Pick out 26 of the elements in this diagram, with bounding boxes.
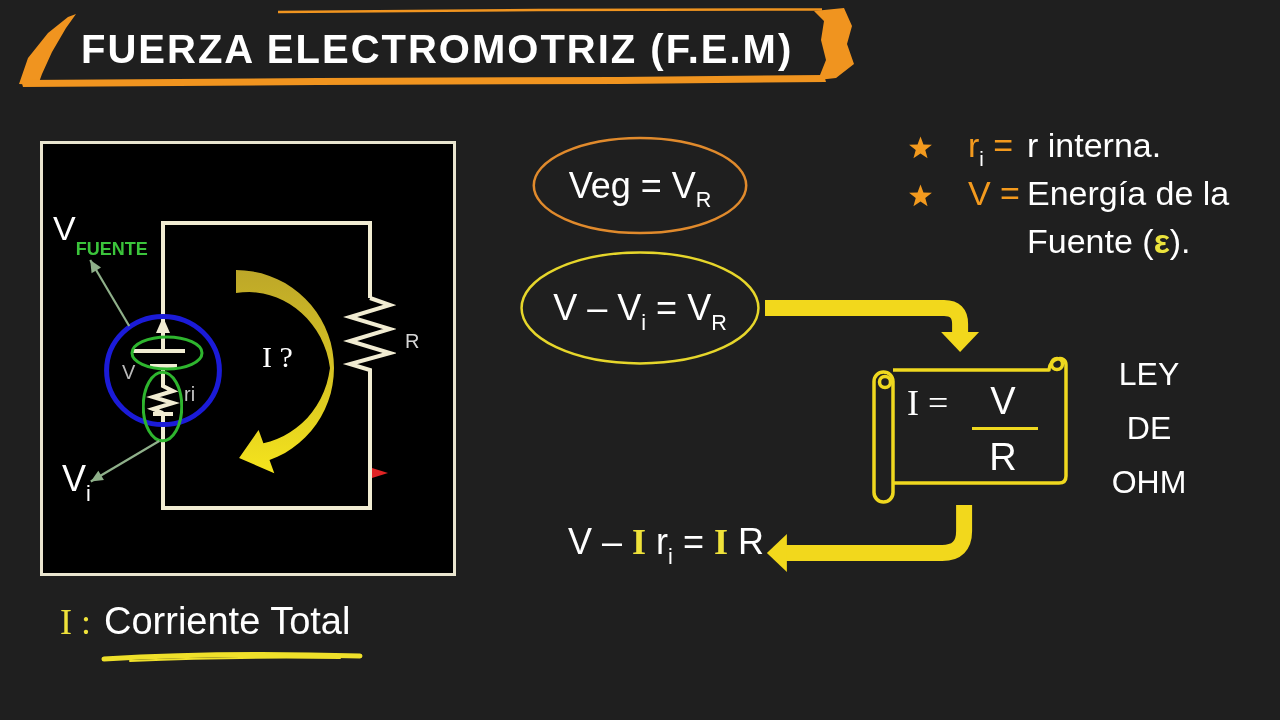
equation-text: V – I r$_{i}$ = I R	[568, 517, 764, 567]
note-text: Energía de la Fuente (ε).	[1027, 173, 1231, 262]
formula-text: Veg = V$_{R}$	[568, 163, 712, 211]
note-term: r$_{i}$ =	[968, 125, 1014, 169]
formula-text: V – V$_{i}$ = V$_{R}$	[553, 286, 727, 333]
symbol-label: I :	[60, 601, 91, 644]
note-text: r interna.	[1027, 125, 1162, 166]
leader-line	[90, 440, 160, 483]
resistor-label: ri	[184, 382, 196, 406]
highlight-circle	[103, 313, 223, 428]
fraction-numerator: V	[989, 381, 1017, 421]
caption-text: Corriente Total	[104, 599, 351, 644]
voltage-label: V$_{i}$	[62, 459, 91, 509]
side-caption: LEY DE OHM	[1110, 355, 1188, 502]
resistor-label: R	[405, 329, 420, 353]
battery-label: V	[122, 360, 136, 384]
circuit-panel	[40, 141, 456, 576]
flow-arrow	[765, 300, 980, 352]
title-text: FUERZA ELECTROMOTRIZ (F.E.M)	[81, 26, 794, 73]
fraction-denominator: R	[988, 437, 1018, 477]
current-label: I ?	[262, 339, 293, 375]
leader-line	[89, 259, 131, 327]
formula-text: I =	[907, 383, 949, 423]
voltage-label: V$_{FUENTE}$	[53, 208, 148, 260]
flow-arrow	[766, 505, 973, 572]
note-term: V =	[968, 173, 1020, 214]
